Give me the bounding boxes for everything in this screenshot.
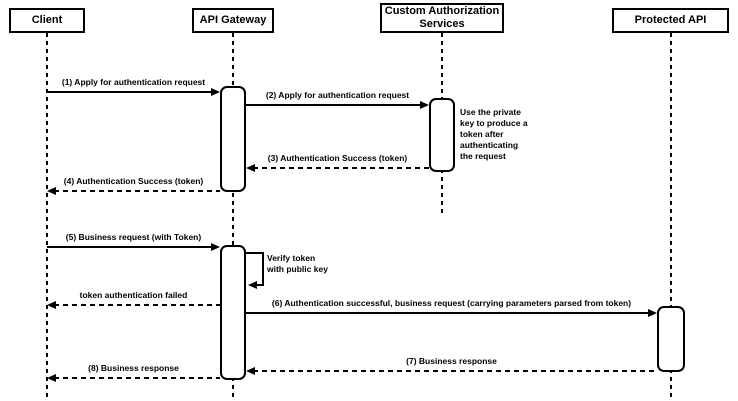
message-5-label: (5) Business request (with Token) [65, 232, 202, 242]
message-6-arrowhead-icon [47, 301, 56, 309]
message-7-line [246, 312, 650, 314]
message-1-line [47, 91, 213, 93]
message-6-line [54, 304, 220, 306]
message-9-label: (8) Business response [88, 363, 179, 373]
self-message-verify-token-arrowhead-icon [248, 281, 257, 289]
message-3-line [253, 167, 429, 169]
self-message-verify-token-top-line [246, 252, 263, 254]
self-message-verify-token-bottom-line [255, 284, 263, 286]
message-5-line [47, 246, 213, 248]
participant-protected-api: Protected API [612, 8, 729, 33]
lifeline-protected-api [670, 33, 672, 397]
message-2-line [246, 104, 422, 106]
message-3-label: (3) Authentication Success (token) [267, 153, 408, 163]
message-2-arrowhead-icon [420, 101, 429, 109]
self-message-verify-token-label: Verify token with public key [267, 253, 328, 274]
message-8-label: (7) Business response [406, 356, 497, 366]
message-1-arrowhead-icon [211, 88, 220, 96]
protected-api-activation [657, 306, 685, 372]
participant-client: Client [9, 8, 85, 33]
message-3-arrowhead-icon [246, 164, 255, 172]
participant-custom-authorization-services: Custom Authorization Services [380, 3, 504, 33]
message-8-arrowhead-icon [246, 367, 255, 375]
gateway-auth-activation [220, 86, 246, 192]
message-4-arrowhead-icon [47, 187, 56, 195]
note-private-key: Use the private key to produce a token a… [460, 107, 528, 161]
message-1-label: (1) Apply for authentication request [61, 77, 206, 87]
message-7-arrowhead-icon [648, 309, 657, 317]
message-8-line [253, 370, 657, 372]
message-2-label: (2) Apply for authentication request [265, 90, 410, 100]
lifeline-client [46, 33, 48, 397]
message-4-label: (4) Authentication Success (token) [63, 176, 204, 186]
gateway-business-activation [220, 245, 246, 380]
participant-api-gateway: API Gateway [192, 8, 274, 33]
message-9-line [54, 377, 220, 379]
lifeline-api-gateway [232, 33, 234, 397]
message-6-label: token authentication failed [79, 290, 188, 300]
message-9-arrowhead-icon [47, 374, 56, 382]
auth-service-activation [429, 98, 455, 172]
message-4-line [54, 190, 220, 192]
message-5-arrowhead-icon [211, 243, 220, 251]
self-message-verify-token-right-line [262, 252, 264, 286]
message-7-label: (6) Authentication successful, business … [271, 298, 632, 308]
